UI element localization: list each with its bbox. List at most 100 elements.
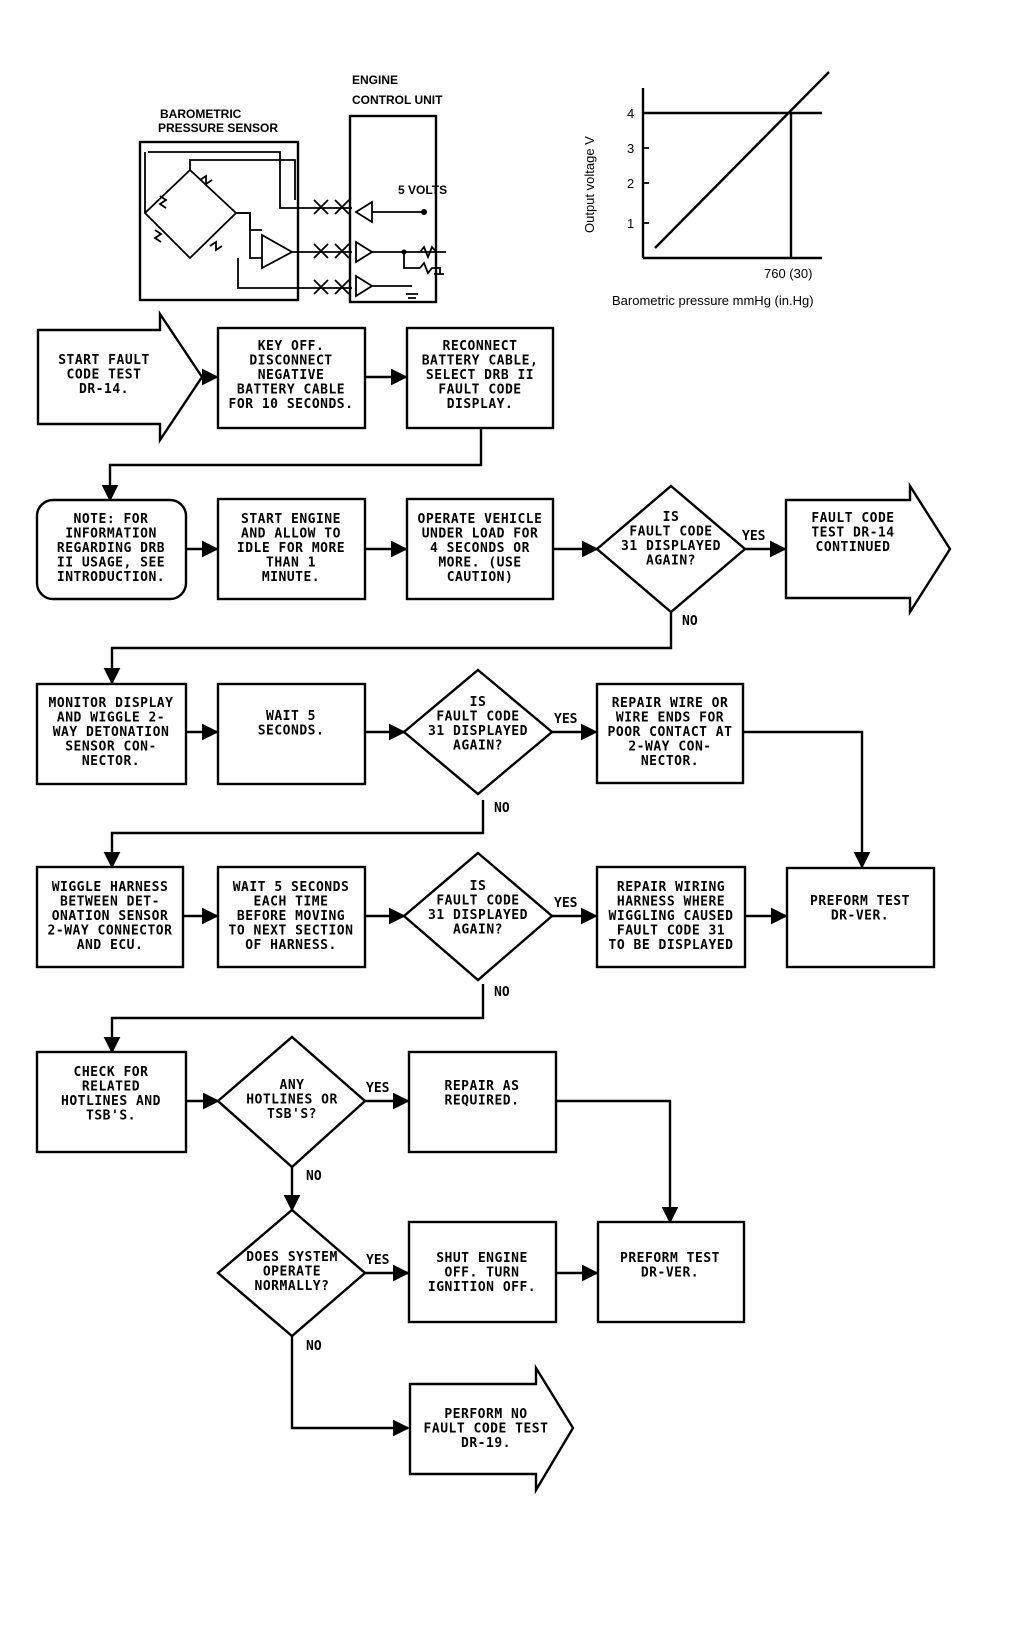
no-label-3: NO	[494, 985, 510, 1000]
wait5-each-text-line-1: WAIT 5 SECONDS	[233, 880, 350, 895]
wait5-each-text-line-4: TO NEXT SECTION	[229, 924, 354, 939]
flow-connectors	[101, 368, 871, 1437]
decision-1-text-line-3: 31 DISPLAYED	[621, 539, 721, 554]
operate-text-line-2: UNDER LOAD FOR	[422, 527, 539, 542]
check-hotlines-text-line-1: CHECK FOR	[74, 1065, 149, 1080]
branch-labels: YES NO YES NO YES NO YES NO YES NO	[306, 529, 766, 1354]
decision-5-text-line-3: NORMALLY?	[255, 1279, 330, 1294]
yes-label-3: YES	[554, 896, 578, 911]
no-label-4: NO	[306, 1169, 322, 1184]
repair-wire-text-line-1: REPAIR WIRE OR	[612, 696, 729, 711]
no-fault-text-line-1: PERFORM NO	[444, 1407, 527, 1422]
sensor-label-1: BAROMETRIC	[160, 107, 242, 121]
decision-5-text-line-2: OPERATE	[263, 1265, 321, 1280]
wiggle-text-line-2: BETWEEN DET-	[60, 895, 160, 910]
decision-1-text-line-1: IS	[663, 510, 680, 525]
no-label-1: NO	[682, 614, 698, 629]
wiggle-text-line-1: WIGGLE HARNESS	[52, 880, 169, 895]
check-hotlines-text-line-4: TSB'S.	[86, 1109, 136, 1124]
operate-text-line-5: CAUTION)	[447, 570, 514, 585]
wiggle-text-line-3: ONATION SENSOR	[52, 909, 169, 924]
no-label-2: NO	[494, 801, 510, 816]
wait5-text-line-1: WAIT 5	[266, 709, 316, 724]
wait5-each-text-line-3: BEFORE MOVING	[237, 909, 345, 924]
start-engine-text-line-5: MINUTE.	[262, 570, 320, 585]
x-axis-label: Barometric pressure mmHg (in.Hg)	[612, 293, 814, 308]
ecu-internals: 5 VOLTS	[354, 183, 447, 299]
start-engine-text-line-4: THAN 1	[266, 556, 316, 571]
check-hotlines-text-line-3: HOTLINES AND	[61, 1094, 161, 1109]
decision-3-text-line-2: FAULT CODE	[436, 894, 519, 909]
no-label-5: NO	[306, 1339, 322, 1354]
repair-wiring-text-line-1: REPAIR WIRING	[617, 880, 725, 895]
continued-text-line-1: FAULT CODE	[811, 511, 894, 526]
note-text-line-1: NOTE: FOR	[74, 512, 149, 527]
ecu-label-2: CONTROL UNIT	[352, 93, 443, 107]
decision-3-text-line-4: AGAIN?	[453, 923, 503, 938]
repair-wiring-text-line-3: WIGGLING CAUSED	[609, 909, 734, 924]
check-hotlines-text-line-2: RELATED	[82, 1080, 140, 1095]
continued-text-line-2: TEST DR-14	[811, 526, 894, 541]
yes-label-2: YES	[554, 712, 578, 727]
repair-wire-text-line-2: WIRE ENDS FOR	[616, 711, 724, 726]
reconnect-text-line-5: DISPLAY.	[447, 397, 514, 412]
continued-text-line-3: CONTINUED	[816, 540, 891, 555]
sensor-box	[138, 140, 300, 302]
shut-engine-text-line-2: OFF. TURN	[445, 1266, 520, 1281]
volts-label: 5 VOLTS	[398, 183, 447, 197]
perform-ver-1-text-line-2: DR-VER.	[831, 909, 889, 924]
repair-wiring-text-line-5: TO BE DISPLAYED	[609, 938, 734, 953]
decision-3-text-line-1: IS	[470, 879, 487, 894]
shut-engine-text-line-3: IGNITION OFF.	[428, 1280, 536, 1295]
no-fault-text-line-3: DR-19.	[461, 1436, 511, 1451]
yes-label-5: YES	[366, 1253, 390, 1268]
ecu-label-1: ENGINE	[352, 73, 398, 87]
monitor-text-line-4: SENSOR CON-	[65, 740, 157, 755]
reconnect-text-line-2: BATTERY CABLE,	[422, 354, 539, 369]
start-engine-text-line-2: AND ALLOW TO	[241, 527, 341, 542]
key-off-text-line-4: BATTERY CABLE	[237, 383, 345, 398]
y-tick-1: 1	[627, 216, 634, 231]
operate-text-line-3: 4 SECONDS OR	[430, 541, 530, 556]
sensor-schematic: BAROMETRIC PRESSURE SENSOR ENGINE CONTRO…	[138, 73, 447, 304]
wait5-each-text-line-5: OF HARNESS.	[245, 938, 337, 953]
perform-ver-2-text-line-1: PREFORM TEST	[620, 1251, 720, 1266]
shut-engine-text-line-1: SHUT ENGINE	[436, 1251, 528, 1266]
repair-wiring-text-line-4: FAULT CODE 31	[617, 924, 725, 939]
monitor-text-line-5: NECTOR.	[82, 754, 140, 769]
voltage-graph: 1 2 3 4 760 (30) Output voltage V Barome…	[582, 71, 830, 308]
